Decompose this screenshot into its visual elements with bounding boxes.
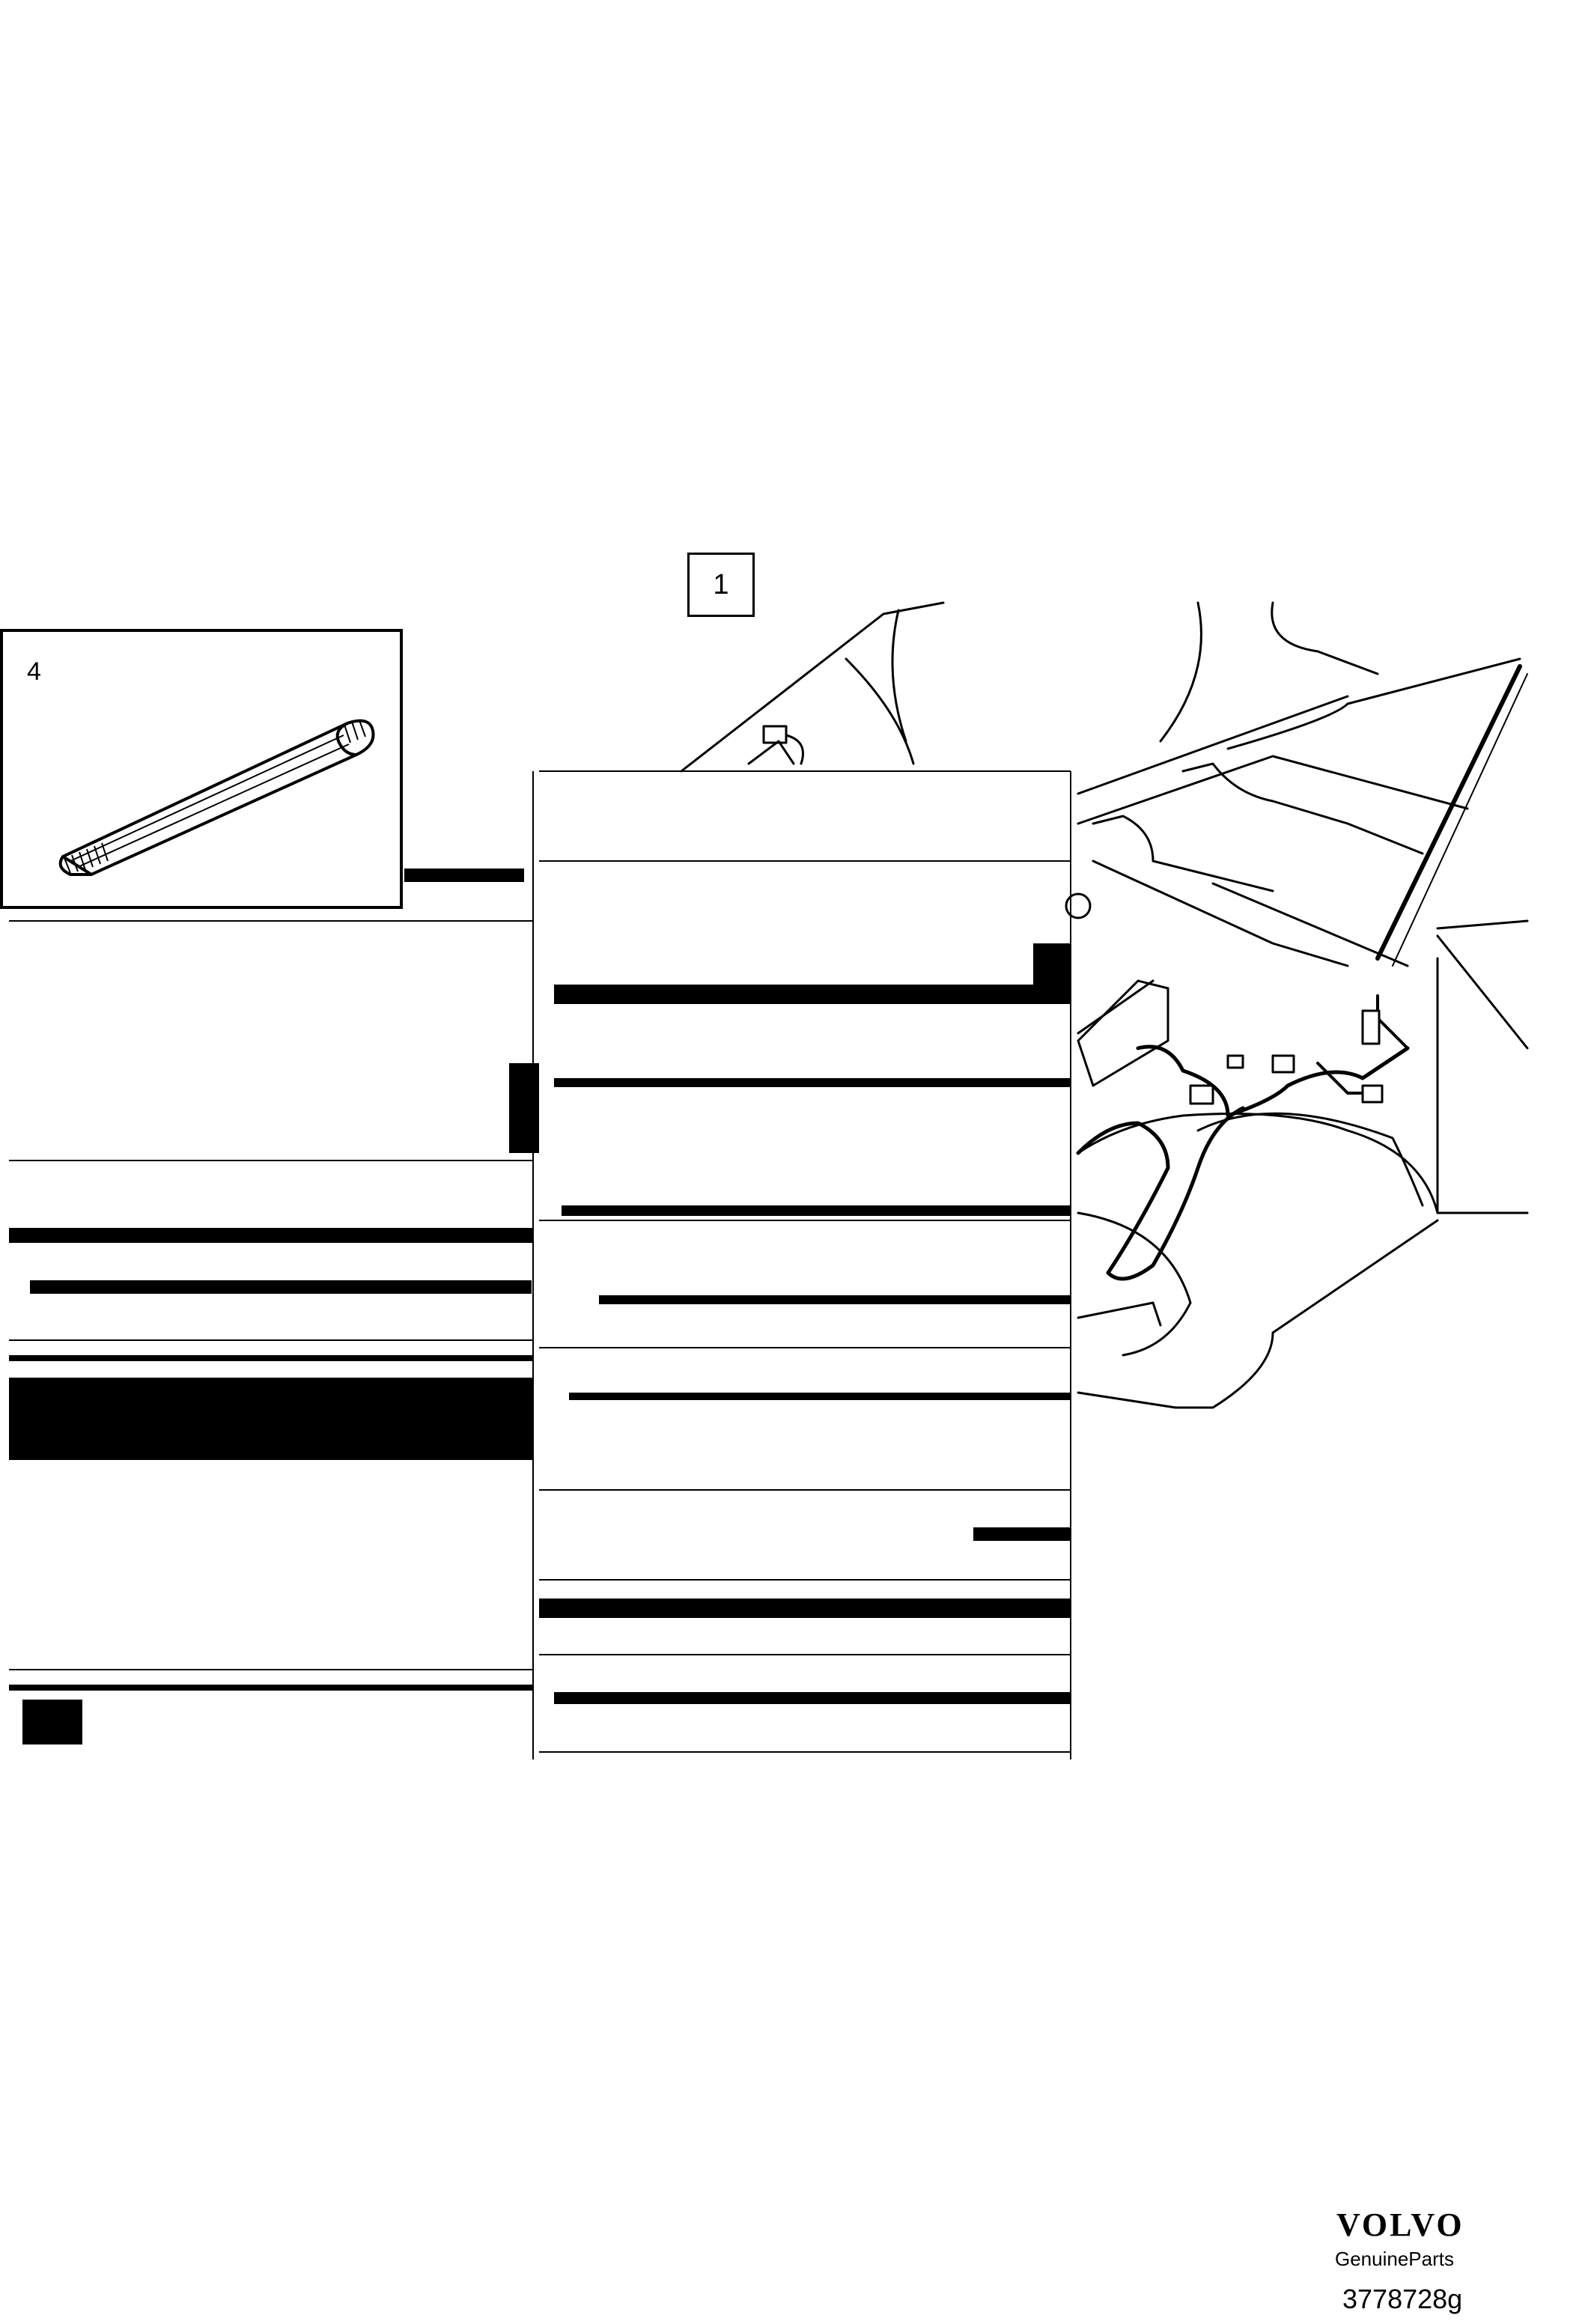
scan-artifact-bands (9, 869, 1071, 1744)
connector-c (1361, 1009, 1381, 1045)
diagram-number: 3778728g (1342, 2284, 1463, 2314)
connector-a (1271, 1054, 1295, 1074)
connector-e (1226, 1054, 1244, 1069)
brand-logo: VOLVO (1336, 2206, 1464, 2243)
callout-1: 1 (687, 553, 755, 617)
roof-line (680, 601, 945, 773)
control-module (1077, 979, 1169, 1087)
inset-panel-4: 4 (0, 629, 403, 909)
connector-b (1361, 1084, 1384, 1104)
connector-pillar (762, 725, 788, 744)
rod-part-illustration (58, 719, 375, 876)
inset-4-label: 4 (27, 657, 41, 686)
brand-tagline: GenuineParts (1335, 2248, 1454, 2270)
connector-d (1189, 1084, 1214, 1105)
callout-1-label: 1 (713, 568, 729, 600)
wiring-harness (1136, 1044, 1410, 1118)
